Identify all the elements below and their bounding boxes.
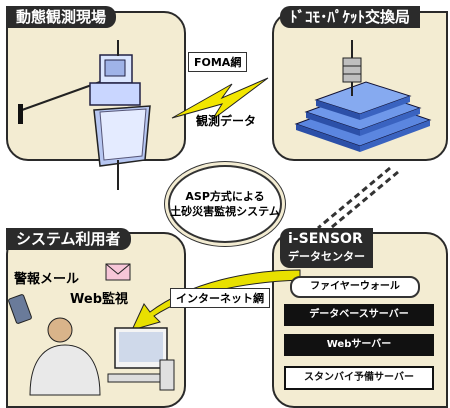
- observation-site-title: 動態観測現場: [6, 6, 117, 28]
- foma-network-label: FOMA網: [188, 52, 248, 72]
- center-line-2: 土砂災害監視システム: [170, 205, 280, 218]
- internet-network-label: インターネット網: [170, 288, 270, 308]
- exchange-building-icon: [294, 40, 432, 152]
- data-center-title: i-SENSOR データセンター: [280, 228, 373, 268]
- observation-data-label: 観測データ: [196, 114, 257, 128]
- firewall-box: ファイヤーウォール: [290, 276, 420, 298]
- standby-server-box: スタンバイ予備サーバー: [284, 366, 434, 390]
- system-user-title: システム利用者: [6, 228, 131, 250]
- person-at-computer-icon: [29, 317, 175, 396]
- internet-arrow-icon: [131, 269, 301, 331]
- web-server-box: Webサーバー: [284, 334, 434, 356]
- isensor-label: i-SENSOR: [288, 231, 363, 247]
- sensor-rig-icon: [18, 40, 151, 190]
- mail-envelope-icon: [105, 263, 131, 281]
- database-server-box: データベースサーバー: [284, 304, 434, 326]
- center-system-label: ASP方式による 土砂災害監視システム: [168, 165, 282, 243]
- web-monitor-label: Web監視: [70, 292, 128, 307]
- datacenter-connection-line: [317, 166, 399, 234]
- center-line-1: ASP方式による: [185, 190, 265, 203]
- alert-mail-label: 警報メール: [14, 272, 80, 287]
- mobile-phone-icon: [8, 294, 32, 324]
- docomo-exchange-title: ﾄﾞｺﾓ･ﾊﾟｹｯﾄ交換局: [280, 6, 421, 28]
- foma-lightning-icon: [171, 77, 269, 121]
- data-center-subtitle: データセンター: [288, 250, 365, 263]
